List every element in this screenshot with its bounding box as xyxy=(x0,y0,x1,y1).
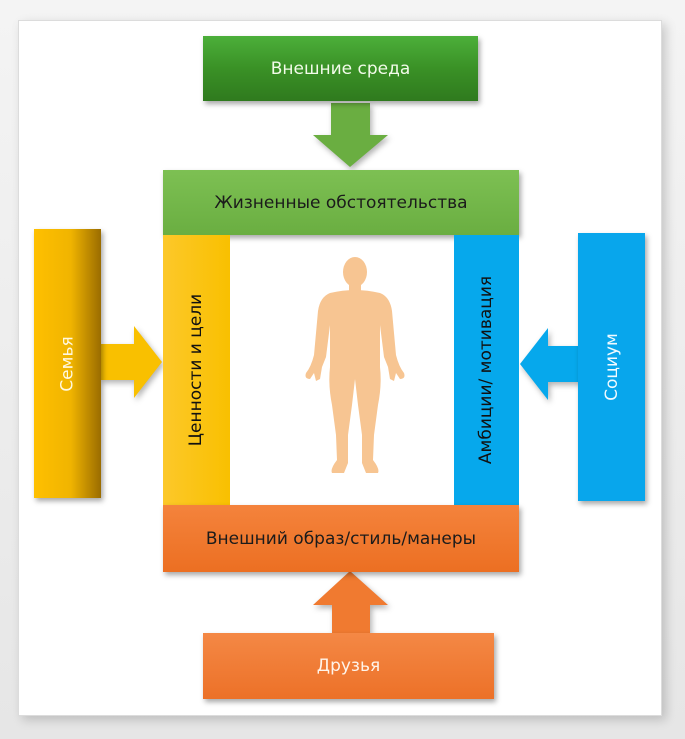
values-goals-label: Ценности и цели xyxy=(186,293,207,447)
society-label: Социум xyxy=(601,333,622,401)
values-goals-box: Ценности и цели xyxy=(163,235,230,505)
appearance-style-label: Внешний образ/стиль/манеры xyxy=(205,528,477,549)
arrow-up-icon xyxy=(313,571,388,633)
external-environment-label: Внешние среда xyxy=(270,58,411,79)
external-environment-box: Внешние среда xyxy=(203,36,478,101)
friends-label: Друзья xyxy=(316,656,381,676)
human-figure-icon xyxy=(305,257,405,473)
life-circumstances-box: Жизненные обстоятельства xyxy=(163,170,519,235)
life-circumstances-label: Жизненные обстоятельства xyxy=(214,192,468,213)
society-box: Социум xyxy=(578,233,645,501)
ambition-motivation-box: Амбиции/ мотивация xyxy=(454,235,519,505)
appearance-style-box: Внешний образ/стиль/манеры xyxy=(163,505,519,572)
family-box: Семья xyxy=(34,229,101,498)
arrow-left-icon xyxy=(520,328,580,400)
ambition-motivation-label: Амбиции/ мотивация xyxy=(476,275,497,465)
family-label: Семья xyxy=(57,335,78,392)
friends-box: Друзья xyxy=(203,633,494,699)
arrow-right-icon xyxy=(100,326,162,398)
arrow-down-icon xyxy=(313,103,388,167)
